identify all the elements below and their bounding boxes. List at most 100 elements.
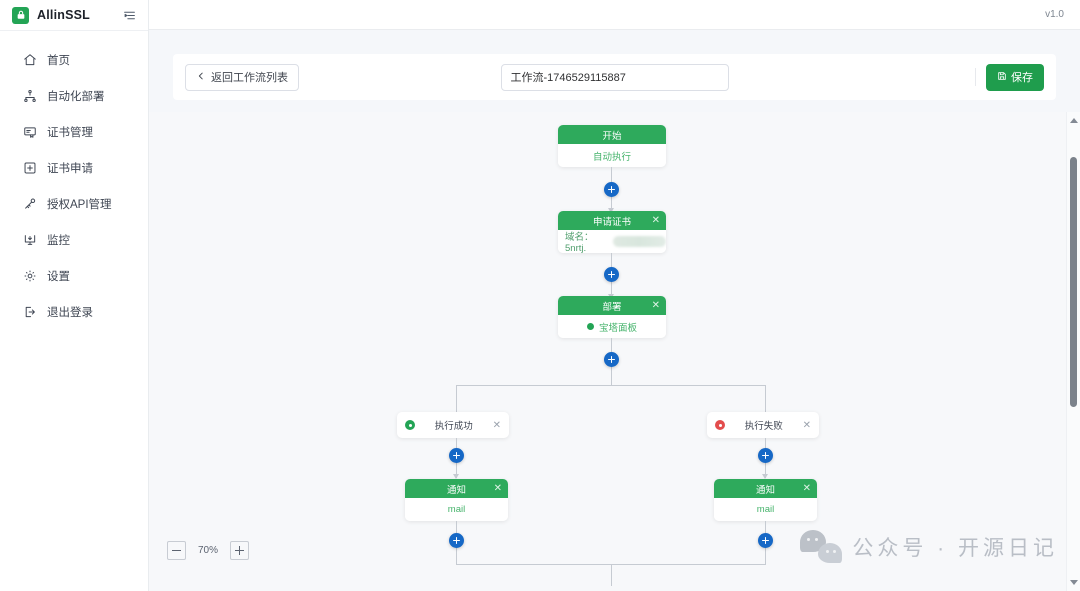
logout-icon xyxy=(22,305,37,320)
flow-graph: 开始 自动执行 申请证书 ✕ 域名：5nr xyxy=(149,112,1080,591)
node-header: 开始 xyxy=(558,125,666,144)
node-header: 申请证书 ✕ xyxy=(558,211,666,230)
node-title: 申请证书 xyxy=(592,216,631,228)
add-node-button[interactable] xyxy=(604,352,619,367)
node-body: 宝塔面板 xyxy=(558,315,666,338)
sidebar-item-auto-deploy[interactable]: 自动化部署 xyxy=(0,78,148,114)
add-node-button[interactable] xyxy=(758,448,773,463)
sidebar-item-api-manage[interactable]: 授权API管理 xyxy=(0,186,148,222)
monitor-icon xyxy=(22,233,37,248)
node-body-text: mail xyxy=(756,504,775,515)
sidebar: AllinSSL 首页 自动化部署 xyxy=(0,0,149,591)
save-button[interactable]: 保存 xyxy=(986,63,1044,91)
add-node-button[interactable] xyxy=(604,182,619,197)
node-body: mail xyxy=(405,498,508,521)
sidebar-item-label: 监控 xyxy=(47,235,70,247)
node-body-text: 自动执行 xyxy=(592,151,631,163)
sidebar-nav: 首页 自动化部署 证书管理 证书申请 xyxy=(0,31,148,330)
zoom-level-label: 70% xyxy=(198,545,219,556)
sidebar-item-logout[interactable]: 退出登录 xyxy=(0,294,148,330)
flow-condition-fail[interactable]: 执行失败 ✕ xyxy=(707,412,819,438)
zoom-in-button[interactable] xyxy=(230,541,250,560)
lock-logo-icon xyxy=(12,6,29,24)
flow-node-deploy[interactable]: 部署 ✕ 宝塔面板 xyxy=(558,296,666,338)
sidebar-brand: AllinSSL xyxy=(0,0,148,31)
connector-arrow xyxy=(452,474,459,479)
node-body: 域名：5nrtj. xyxy=(558,230,666,253)
api-key-icon xyxy=(22,197,37,212)
error-circle-icon xyxy=(715,420,725,430)
plus-square-icon xyxy=(22,161,37,176)
sidebar-item-label: 首页 xyxy=(47,55,70,67)
check-circle-icon xyxy=(405,420,415,430)
node-body-text: 域名：5nrtj. xyxy=(565,232,594,253)
node-title: 开始 xyxy=(602,130,622,142)
add-node-button[interactable] xyxy=(449,533,464,548)
sitemap-icon xyxy=(22,89,37,104)
scrollbar-thumb[interactable] xyxy=(1070,157,1077,407)
add-node-button[interactable] xyxy=(449,448,464,463)
sidebar-item-label: 自动化部署 xyxy=(47,91,105,103)
sidebar-item-monitor[interactable]: 监控 xyxy=(0,222,148,258)
node-header: 通知 ✕ xyxy=(405,479,508,498)
version-label: v1.0 xyxy=(1045,9,1064,20)
flow-node-notify-success[interactable]: 通知 ✕ mail xyxy=(405,479,508,521)
save-button-label: 保存 xyxy=(1011,72,1033,84)
node-title: 通知 xyxy=(446,484,466,496)
brand-name: AllinSSL xyxy=(37,8,90,22)
back-button-label: 返回工作流列表 xyxy=(211,72,288,84)
workflow-canvas[interactable]: 开始 自动执行 申请证书 ✕ 域名：5nr xyxy=(149,112,1080,591)
gear-icon xyxy=(22,269,37,284)
scroll-down-arrow[interactable] xyxy=(1069,580,1078,585)
node-title: 通知 xyxy=(755,484,775,496)
node-title: 部署 xyxy=(602,301,622,313)
close-icon[interactable]: ✕ xyxy=(651,214,660,226)
sidebar-item-label: 退出登录 xyxy=(47,307,93,319)
close-icon[interactable]: ✕ xyxy=(651,299,660,311)
close-icon[interactable]: ✕ xyxy=(492,419,501,431)
add-node-button[interactable] xyxy=(604,267,619,282)
node-header: 部署 ✕ xyxy=(558,296,666,315)
back-to-workflow-list-button[interactable]: 返回工作流列表 xyxy=(185,63,299,91)
toolbar-right-group: 保存 xyxy=(975,63,1044,91)
add-node-button[interactable] xyxy=(758,533,773,548)
sidebar-item-label: 证书申请 xyxy=(47,163,93,175)
sidebar-item-label: 授权API管理 xyxy=(47,199,112,211)
close-icon[interactable]: ✕ xyxy=(802,419,811,431)
toolbar-divider xyxy=(975,68,976,86)
flow-node-notify-fail[interactable]: 通知 ✕ mail xyxy=(714,479,817,521)
node-body: mail xyxy=(714,498,817,521)
redacted-domain xyxy=(612,236,666,247)
home-icon xyxy=(22,53,37,68)
flow-node-start[interactable]: 开始 自动执行 xyxy=(558,125,666,167)
connector-line xyxy=(456,385,457,416)
green-dot-icon xyxy=(586,323,594,330)
zoom-controls: 70% xyxy=(167,541,250,560)
sidebar-item-label: 设置 xyxy=(47,271,70,283)
scroll-up-arrow[interactable] xyxy=(1069,118,1078,123)
condition-label: 执行失败 xyxy=(744,421,783,432)
close-icon[interactable]: ✕ xyxy=(802,482,811,494)
collapse-menu-icon[interactable] xyxy=(123,9,136,22)
vertical-scrollbar[interactable] xyxy=(1066,112,1080,591)
sidebar-item-cert-manage[interactable]: 证书管理 xyxy=(0,114,148,150)
workflow-toolbar: 返回工作流列表 保存 xyxy=(173,54,1056,100)
flow-node-apply-cert[interactable]: 申请证书 ✕ 域名：5nrtj. xyxy=(558,211,666,253)
zoom-out-button[interactable] xyxy=(167,541,186,560)
node-header: 通知 ✕ xyxy=(714,479,817,498)
connector-arrow xyxy=(761,474,768,479)
workflow-name-input[interactable] xyxy=(500,63,729,91)
branch-split-line xyxy=(456,385,766,386)
connector-arrow xyxy=(607,208,614,213)
arrow-left-icon xyxy=(196,71,206,84)
node-body: 自动执行 xyxy=(558,144,666,167)
sidebar-item-settings[interactable]: 设置 xyxy=(0,258,148,294)
flow-condition-success[interactable]: 执行成功 ✕ xyxy=(397,412,509,438)
main-area: v1.0 返回工作流列表 保存 xyxy=(149,0,1080,591)
sidebar-item-home[interactable]: 首页 xyxy=(0,42,148,78)
close-icon[interactable]: ✕ xyxy=(493,482,502,494)
certificate-icon xyxy=(22,125,37,140)
sidebar-item-cert-apply[interactable]: 证书申请 xyxy=(0,150,148,186)
connector-line xyxy=(611,564,612,586)
